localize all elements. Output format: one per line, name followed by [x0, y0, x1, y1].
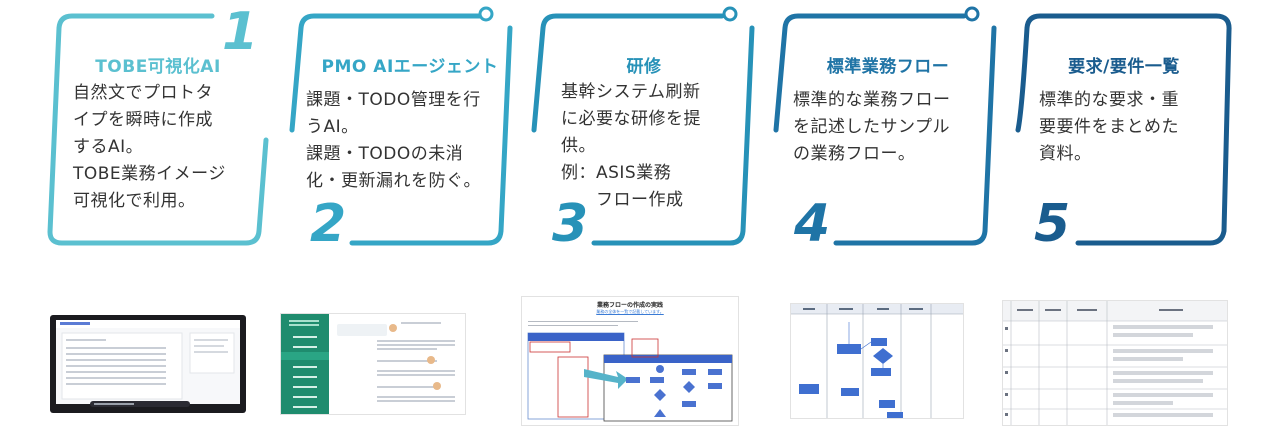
card-frame-4 — [773, 6, 997, 246]
connector-dot-4 — [964, 6, 980, 22]
step-number-4: 4 — [794, 194, 831, 254]
step-title-5: 要求/要件一覧 — [1068, 57, 1180, 77]
training-subheading: 業務の全体を一覧で記載しています。 — [596, 309, 664, 314]
step-card-5: 5 要求/要件一覧 標準的な要求・重 要要件をまとめた 資料。 — [1008, 0, 1248, 250]
card-frame-1 — [47, 13, 269, 246]
thumbnail-training: 業務フローの作成の実践 業務の全体を一覧で記載しています。 — [521, 296, 739, 426]
step-number-1: 1 — [222, 2, 259, 62]
laptop-screenshot-image — [50, 315, 246, 413]
thumbnail-pmo-agent — [280, 313, 466, 415]
step-title-3: 研修 — [626, 57, 662, 77]
step-title-4: 標準業務フロー — [826, 57, 950, 77]
thumbnail-standard-flow — [790, 303, 964, 419]
card-frame-3 — [531, 6, 755, 246]
step-body-1: 自然文でプロトタ イプを瞬時に作成 するAI。 TOBE業務イメージ 可視化で利… — [73, 83, 226, 211]
step-title-2: PMO AIエージェント — [321, 57, 499, 77]
step-card-4: 4 標準業務フロー 標準的な業務フロー を記述したサンプル の業務フロー。 — [766, 0, 1006, 250]
card-frame-5 — [1015, 13, 1232, 246]
step-number-2: 2 — [310, 194, 347, 254]
step-card-3: 3 研修 基幹システム刷新 に必要な研修を提 供。 例：ASIS業務 フロー作成 — [524, 0, 764, 250]
connector-dot-2 — [478, 6, 494, 22]
pmo-chat-screenshot-image — [281, 314, 455, 414]
step-body-4: 標準的な業務フロー を記述したサンプル の業務フロー。 — [793, 90, 951, 164]
step-card-2: 2 PMO AIエージェント 課題・TODO管理を行 うAI。 課題・TODOの… — [282, 0, 522, 250]
step-card-1: 1 TOBE可視化AI 自然文でプロトタ イプを瞬時に作成 するAI。 TOBE… — [40, 0, 280, 250]
thumbnail-tobe-prototype — [50, 315, 246, 413]
standard-flow-image — [791, 304, 963, 418]
step-number-5: 5 — [1034, 194, 1071, 254]
step-number-3: 3 — [552, 194, 589, 254]
step-body-2: 課題・TODO管理を行 うAI。 課題・TODOの未消 化・更新漏れを防ぐ。 — [306, 90, 481, 191]
card-frame-2 — [289, 6, 513, 246]
connector-dot-3 — [722, 6, 738, 22]
step-title-1: TOBE可視化AI — [95, 57, 221, 77]
step-body-5: 標準的な要求・重 要要件をまとめた 資料。 — [1039, 90, 1179, 164]
step-body-3: 基幹システム刷新 に必要な研修を提 供。 例：ASIS業務 フロー作成 — [561, 82, 701, 210]
training-flow-image — [527, 321, 733, 422]
training-heading: 業務フローの作成の実践 — [596, 302, 663, 309]
thumbnail-requirements — [1002, 300, 1228, 426]
requirements-table-image — [1003, 301, 1227, 425]
